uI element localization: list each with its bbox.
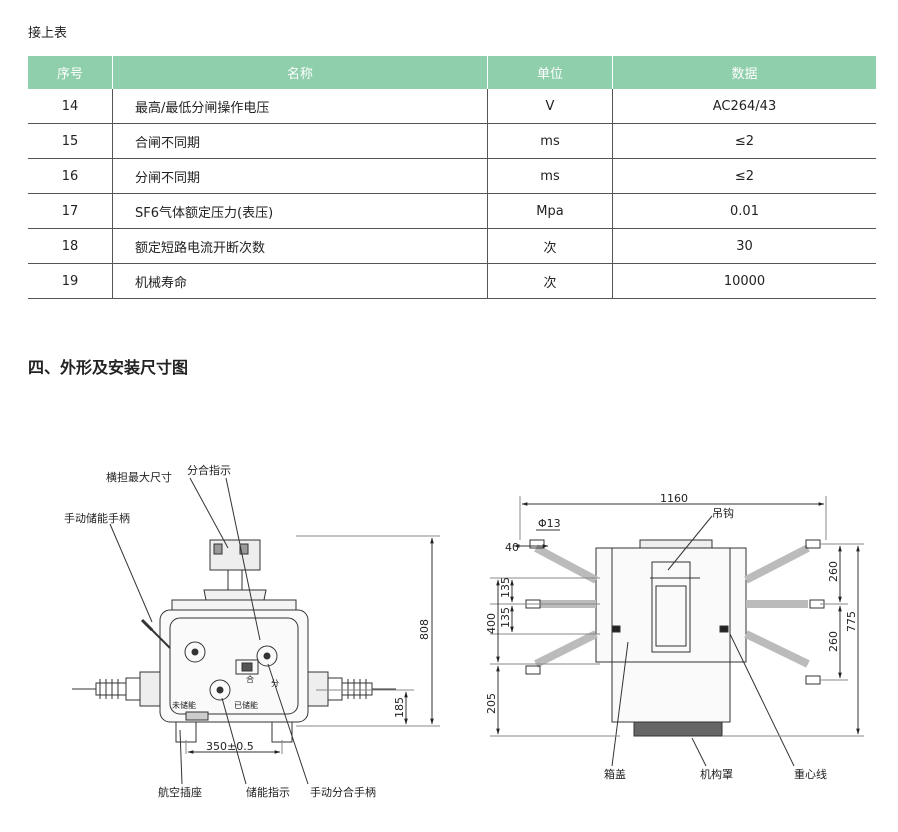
label-indicator: 分合指示	[187, 463, 231, 477]
dim-diameter: Φ13	[538, 517, 561, 530]
label-energy-indicator: 储能指示	[246, 785, 290, 799]
cell-no: 15	[28, 123, 113, 159]
table-header-row: 序号 名称 单位 数据	[28, 56, 876, 89]
col-no-header: 序号	[28, 56, 113, 89]
label-crossarm: 横担最大尺寸	[106, 470, 172, 484]
front-view-labels: 横担最大尺寸 分合指示 手动储能手柄 航空插座 储能指示 手动分合手柄 合 分 …	[64, 463, 431, 799]
dim-775: 775	[845, 611, 858, 632]
panel-not-stored-text: 未储能	[172, 700, 196, 710]
dim-400: 400	[485, 613, 498, 634]
dim-260-a: 260	[827, 561, 840, 582]
label-mech-cover: 机构罩	[700, 767, 733, 781]
dim-lower-185: 185	[393, 697, 406, 718]
cell-no: 16	[28, 158, 113, 194]
label-hook: 吊钩	[712, 506, 734, 520]
table-row: 14 最高/最低分闸操作电压 V AC264/43	[28, 89, 876, 124]
table-row: 18 额定短路电流开断次数 次 30	[28, 228, 876, 264]
front-view	[72, 477, 440, 785]
col-name-header: 名称	[112, 56, 488, 89]
panel-close-text: 合	[246, 674, 254, 684]
cell-no: 17	[28, 193, 113, 229]
panel-open-text: 分	[271, 679, 279, 688]
table-row: 19 机械寿命 次 10000	[28, 263, 876, 299]
side-view	[490, 496, 864, 767]
label-open-close-handle: 手动分合手柄	[310, 785, 376, 799]
side-view-labels: 1160 Φ13 40 吊钩 135 135 400 205 260 260 7…	[485, 492, 858, 781]
table-row: 17 SF6气体额定压力(表压) Mpa 0.01	[28, 193, 876, 229]
cell-value: 30	[612, 228, 876, 264]
cell-no: 18	[28, 228, 113, 264]
cell-unit: ms	[487, 123, 613, 159]
cell-name: 额定短路电流开断次数	[112, 228, 488, 264]
right-bushing	[307, 671, 396, 707]
left-insulators	[525, 539, 598, 675]
dim-width-1160: 1160	[660, 492, 688, 505]
dim-260-b: 260	[827, 631, 840, 652]
cell-unit: V	[487, 89, 613, 124]
cell-value: AC264/43	[612, 89, 876, 124]
dim-40: 40	[505, 541, 519, 554]
left-bushing	[72, 671, 161, 707]
cell-value: ≤2	[612, 123, 876, 159]
cell-unit: ms	[487, 158, 613, 194]
cell-name: 最高/最低分闸操作电压	[112, 89, 488, 124]
cell-no: 19	[28, 263, 113, 299]
section-title: 四、外形及安装尺寸图	[28, 358, 189, 377]
cell-name: SF6气体额定压力(表压)	[112, 193, 488, 229]
continued-label: 接上表	[28, 26, 68, 41]
cell-name: 机械寿命	[112, 263, 488, 299]
label-socket: 航空插座	[158, 785, 202, 799]
cell-name: 分闸不同期	[112, 158, 488, 194]
label-manual-handle: 手动储能手柄	[64, 511, 130, 525]
spec-table: 序号 名称 单位 数据 14 最高/最低分闸操作电压 V AC264/43 15…	[28, 56, 876, 299]
cell-value: 0.01	[612, 193, 876, 229]
dim-width-350: 350±0.5	[206, 740, 254, 753]
cell-unit: 次	[487, 263, 613, 299]
cell-value: ≤2	[612, 158, 876, 194]
table-row: 16 分闸不同期 ms ≤2	[28, 158, 876, 194]
cell-unit: 次	[487, 228, 613, 264]
right-insulators	[744, 539, 825, 685]
col-unit-header: 单位	[487, 56, 613, 89]
cell-no: 14	[28, 89, 113, 124]
label-cover: 箱盖	[604, 767, 626, 781]
dim-135-b: 135	[499, 607, 512, 628]
dim-135-a: 135	[499, 577, 512, 598]
panel-stored-text: 已储能	[234, 700, 258, 710]
label-gravity-line: 重心线	[794, 767, 827, 781]
col-value-header: 数据	[612, 56, 876, 89]
dim-205: 205	[485, 693, 498, 714]
dim-height-808: 808	[418, 619, 431, 640]
cell-unit: Mpa	[487, 193, 613, 229]
table-row: 15 合闸不同期 ms ≤2	[28, 123, 876, 159]
cell-name: 合闸不同期	[112, 123, 488, 159]
cell-value: 10000	[612, 263, 876, 299]
